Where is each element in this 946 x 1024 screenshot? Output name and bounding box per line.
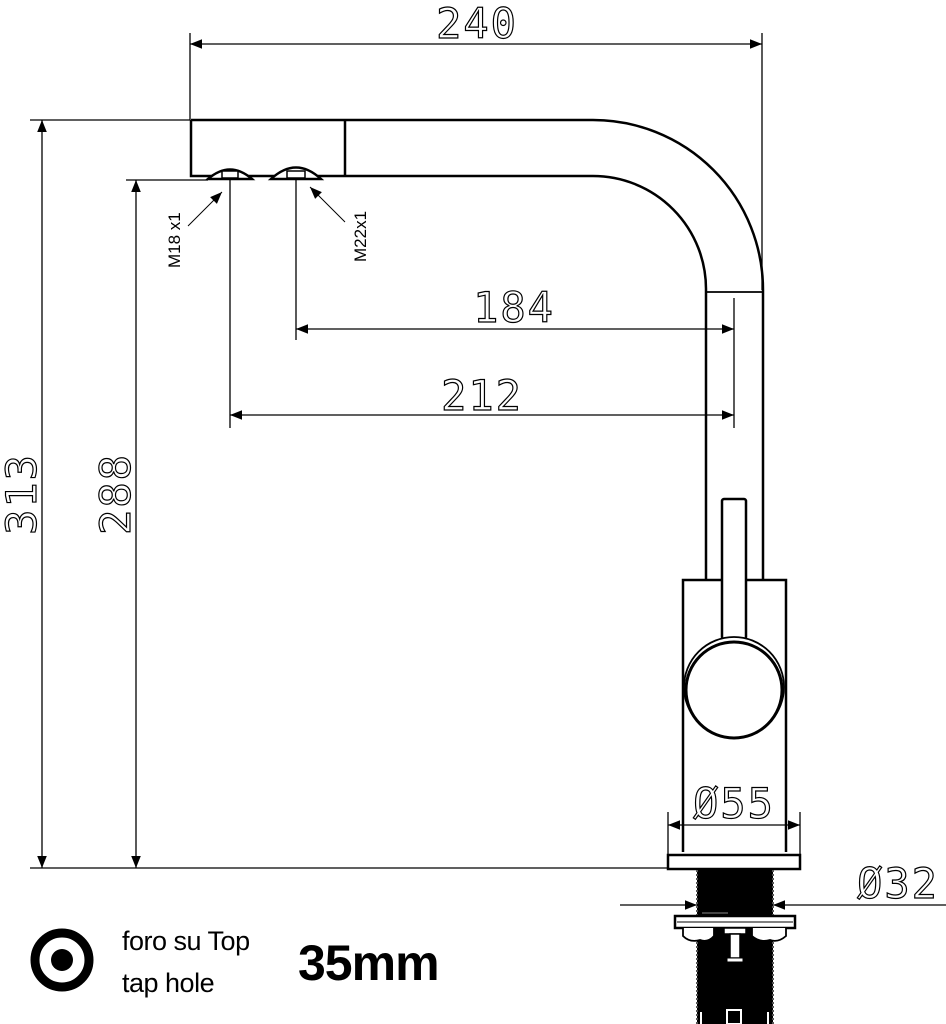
dimension-d55-label: Ø55: [693, 779, 775, 828]
dimension-d55: Ø55: [667, 778, 801, 868]
legend-line-english: tap hole: [122, 968, 215, 998]
dimension-240-label: 240: [436, 0, 518, 48]
dimension-240: 240: [189, 0, 763, 290]
supply-hoses: [700, 1009, 769, 1024]
base-flange: [666, 853, 802, 871]
tap-hole-icon: [30, 928, 94, 992]
tap-hole-legend: foro su Top tap hole 35mm: [0, 910, 460, 1020]
outlet-nozzle-m18: [204, 168, 256, 181]
fixing-plate: [673, 914, 797, 963]
dimension-212: 212: [229, 178, 734, 428]
dimension-d32: Ø32: [620, 858, 946, 910]
spout: [189, 118, 765, 580]
thread-leader-m22: M22x1: [309, 186, 370, 262]
dimension-313: 313: [0, 119, 668, 869]
outlet-nozzle-m22: [267, 166, 325, 181]
dimension-313-label: 313: [0, 453, 46, 535]
dimension-288: 288: [90, 179, 208, 868]
lever-handle: [683, 497, 785, 740]
thread-leader-m18: M18 x1: [165, 191, 223, 268]
dimension-288-label: 288: [91, 453, 140, 535]
thread-label-m18: M18 x1: [165, 212, 184, 268]
dimension-d32-label: Ø32: [857, 859, 939, 908]
legend-hole-size: 35mm: [298, 935, 440, 991]
dimension-184-label: 184: [473, 283, 555, 332]
legend-line-italian: foro su Top: [122, 926, 250, 956]
thread-label-m22: M22x1: [351, 211, 370, 262]
dimension-184: 184: [295, 178, 735, 428]
dimension-212-label: 212: [441, 371, 523, 420]
